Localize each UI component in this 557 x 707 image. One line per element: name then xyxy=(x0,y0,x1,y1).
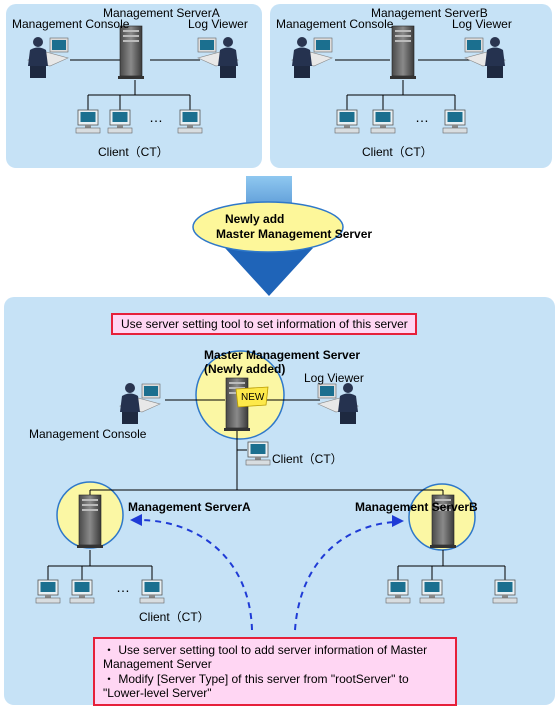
transition-ellipse xyxy=(192,201,344,253)
bottom-ellipsis: … xyxy=(116,579,130,595)
master-server-label: Master Management Server xyxy=(204,348,361,362)
server-tower-icon xyxy=(76,494,104,549)
master-client-label: Client（CT） xyxy=(272,452,343,466)
server-tower-icon xyxy=(117,25,145,80)
client-pc-icon xyxy=(139,579,165,604)
top-left-console-label: Management Console xyxy=(12,17,130,31)
operator-at-desk-icon xyxy=(119,382,161,425)
top-right-client-label: Client（CT） xyxy=(362,145,433,159)
client-pc-icon xyxy=(492,579,518,604)
bottom-log-viewer-label: Log Viewer xyxy=(304,371,364,385)
new-badge-icon xyxy=(235,386,269,408)
client-pc-icon xyxy=(370,109,396,134)
new-badge-label: NEW xyxy=(241,392,265,403)
bottom-client-label: Client（CT） xyxy=(139,610,210,624)
note-line-4: "Lower-level Server" xyxy=(103,686,212,700)
bottom-console-label: Management Console xyxy=(29,427,147,441)
top-left-client-label: Client（CT） xyxy=(98,145,169,159)
client-pc-icon xyxy=(69,579,95,604)
operator-at-desk-icon xyxy=(27,36,69,79)
client-pc-icon xyxy=(177,109,203,134)
instruction-text: Use server setting tool to set informati… xyxy=(121,317,408,331)
note-line-3: ・ Modify [Server Type] of this server fr… xyxy=(103,672,409,686)
top-right-log-viewer-label: Log Viewer xyxy=(452,17,512,31)
top-right-network xyxy=(291,25,506,134)
top-right-console-label: Management Console xyxy=(276,17,394,31)
transition-line1: Newly add xyxy=(225,212,285,226)
operator-at-desk-icon xyxy=(291,36,333,79)
note-box: ・ Use server setting tool to add server … xyxy=(93,637,457,706)
dashed-arrow-icon xyxy=(137,519,253,631)
top-right-ellipsis: … xyxy=(415,109,429,125)
server-a-label: Management ServerA xyxy=(128,500,251,514)
client-pc-icon xyxy=(419,579,445,604)
dashed-arrow-icon xyxy=(294,521,396,631)
note-line-1: ・ Use server setting tool to add server … xyxy=(103,643,428,657)
instruction-box: Use server setting tool to set informati… xyxy=(111,313,417,335)
client-pc-icon xyxy=(245,441,271,466)
client-pc-icon xyxy=(385,579,411,604)
client-pc-icon xyxy=(75,109,101,134)
note-line-2: Management Server xyxy=(103,657,212,671)
client-pc-icon xyxy=(35,579,61,604)
top-left-ellipsis: … xyxy=(149,109,163,125)
operator-at-desk-icon xyxy=(197,36,239,79)
top-left-server-label: Management ServerA xyxy=(103,6,220,20)
bottom-network xyxy=(35,350,518,631)
top-left-log-viewer-label: Log Viewer xyxy=(188,17,248,31)
client-pc-icon xyxy=(442,109,468,134)
server-tower-icon xyxy=(389,25,417,80)
server-b-label: Management ServerB xyxy=(355,500,478,514)
top-right-server-label: Management ServerB xyxy=(371,6,488,20)
client-pc-icon xyxy=(107,109,133,134)
operator-at-desk-icon xyxy=(464,36,506,79)
operator-at-desk-icon xyxy=(317,382,359,425)
top-left-network xyxy=(27,25,239,134)
client-pc-icon xyxy=(334,109,360,134)
master-server-newly-added-label: (Newly added) xyxy=(204,362,286,376)
transition-line2: Master Management Server xyxy=(216,227,373,241)
